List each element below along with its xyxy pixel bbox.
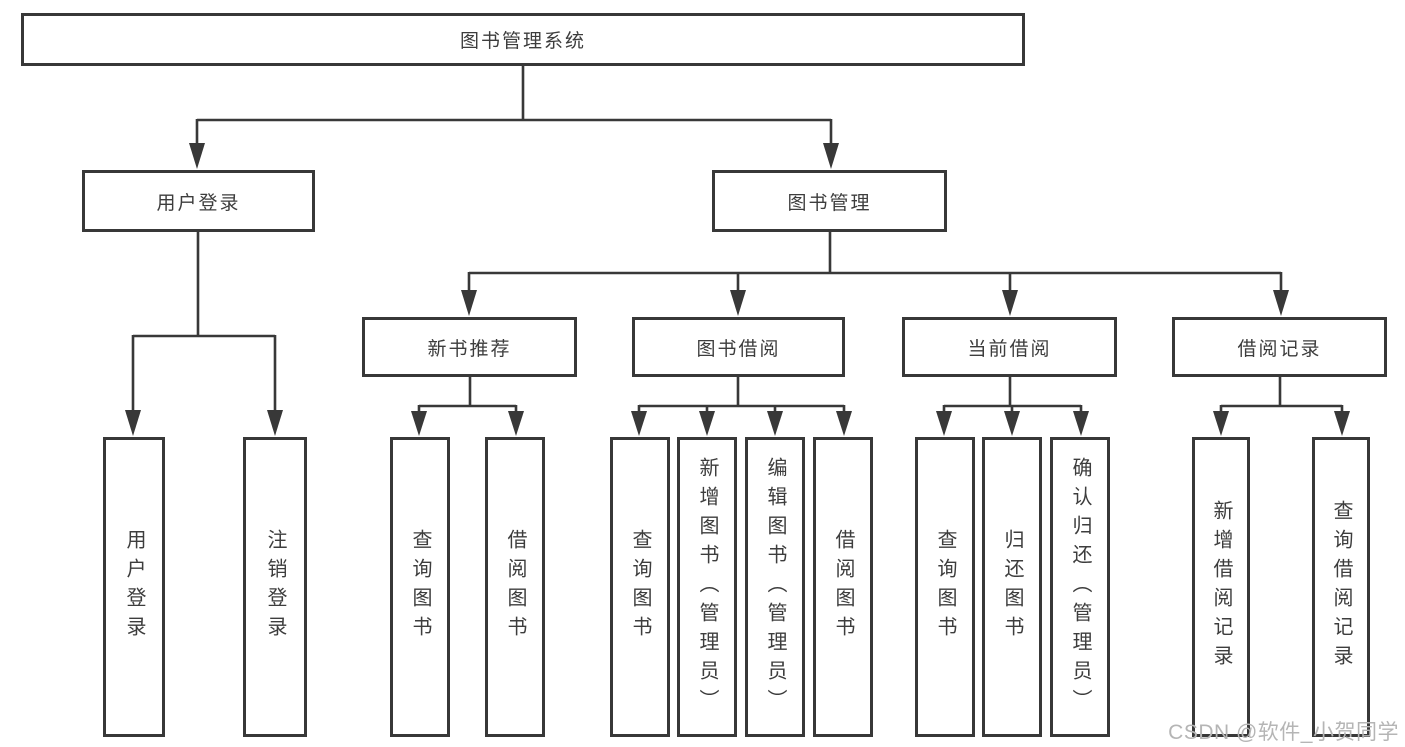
node-label: 查询借阅记录 (1330, 500, 1352, 674)
node-current-borrowing: 当前借阅 (902, 317, 1117, 377)
csdn-watermark: CSDN @软件_小贺同学 (1168, 721, 1399, 744)
node-label: 确认归还（管理员） (1069, 456, 1091, 718)
leaf-borrow-books-borrowing: 借阅图书 (813, 437, 873, 737)
leaf-logout-login: 注销登录 (243, 437, 307, 737)
leaf-query-borrow-record: 查询借阅记录 (1312, 437, 1370, 737)
node-book-management: 图书管理 (712, 170, 947, 232)
node-label: 注销登录 (264, 529, 286, 645)
node-label: 用户登录 (156, 192, 241, 214)
node-label: 编辑图书（管理员） (764, 456, 786, 718)
node-label: 图书借阅 (696, 338, 781, 360)
node-label: 图书管理系统 (459, 31, 586, 52)
leaf-add-borrow-record: 新增借阅记录 (1192, 437, 1250, 737)
leaf-query-books-recommend: 查询图书 (390, 437, 450, 737)
leaf-edit-books-admin: 编辑图书（管理员） (745, 437, 805, 737)
node-label: 查询图书 (934, 529, 956, 645)
leaf-return-books: 归还图书 (982, 437, 1042, 737)
arrowheads (125, 143, 1350, 436)
node-label: 查询图书 (409, 529, 431, 645)
node-new-book-recommend: 新书推荐 (362, 317, 577, 377)
node-label: 借阅图书 (504, 529, 526, 645)
node-label: 图书管理 (787, 192, 872, 214)
leaf-add-books-admin: 新增图书（管理员） (677, 437, 737, 737)
node-label: 归还图书 (1001, 529, 1023, 645)
node-label: 用户登录 (123, 529, 145, 645)
node-label: 查询图书 (629, 529, 651, 645)
node-book-management-system: 图书管理系统 (21, 13, 1025, 66)
leaf-borrow-books-recommend: 借阅图书 (485, 437, 545, 737)
leaf-query-books-borrowing: 查询图书 (610, 437, 670, 737)
node-label: 当前借阅 (967, 338, 1052, 360)
node-label: 新增图书（管理员） (696, 456, 718, 718)
node-borrowing-records: 借阅记录 (1172, 317, 1387, 377)
leaf-user-login: 用户登录 (103, 437, 165, 737)
leaf-query-books-current: 查询图书 (915, 437, 975, 737)
node-book-borrowing: 图书借阅 (632, 317, 845, 377)
node-label: 借阅图书 (832, 529, 854, 645)
node-label: 新书推荐 (427, 338, 512, 360)
leaf-confirm-return-admin: 确认归还（管理员） (1050, 437, 1110, 737)
node-label: 新增借阅记录 (1210, 500, 1232, 674)
node-user-login: 用户登录 (82, 170, 315, 232)
node-label: 借阅记录 (1237, 338, 1322, 360)
